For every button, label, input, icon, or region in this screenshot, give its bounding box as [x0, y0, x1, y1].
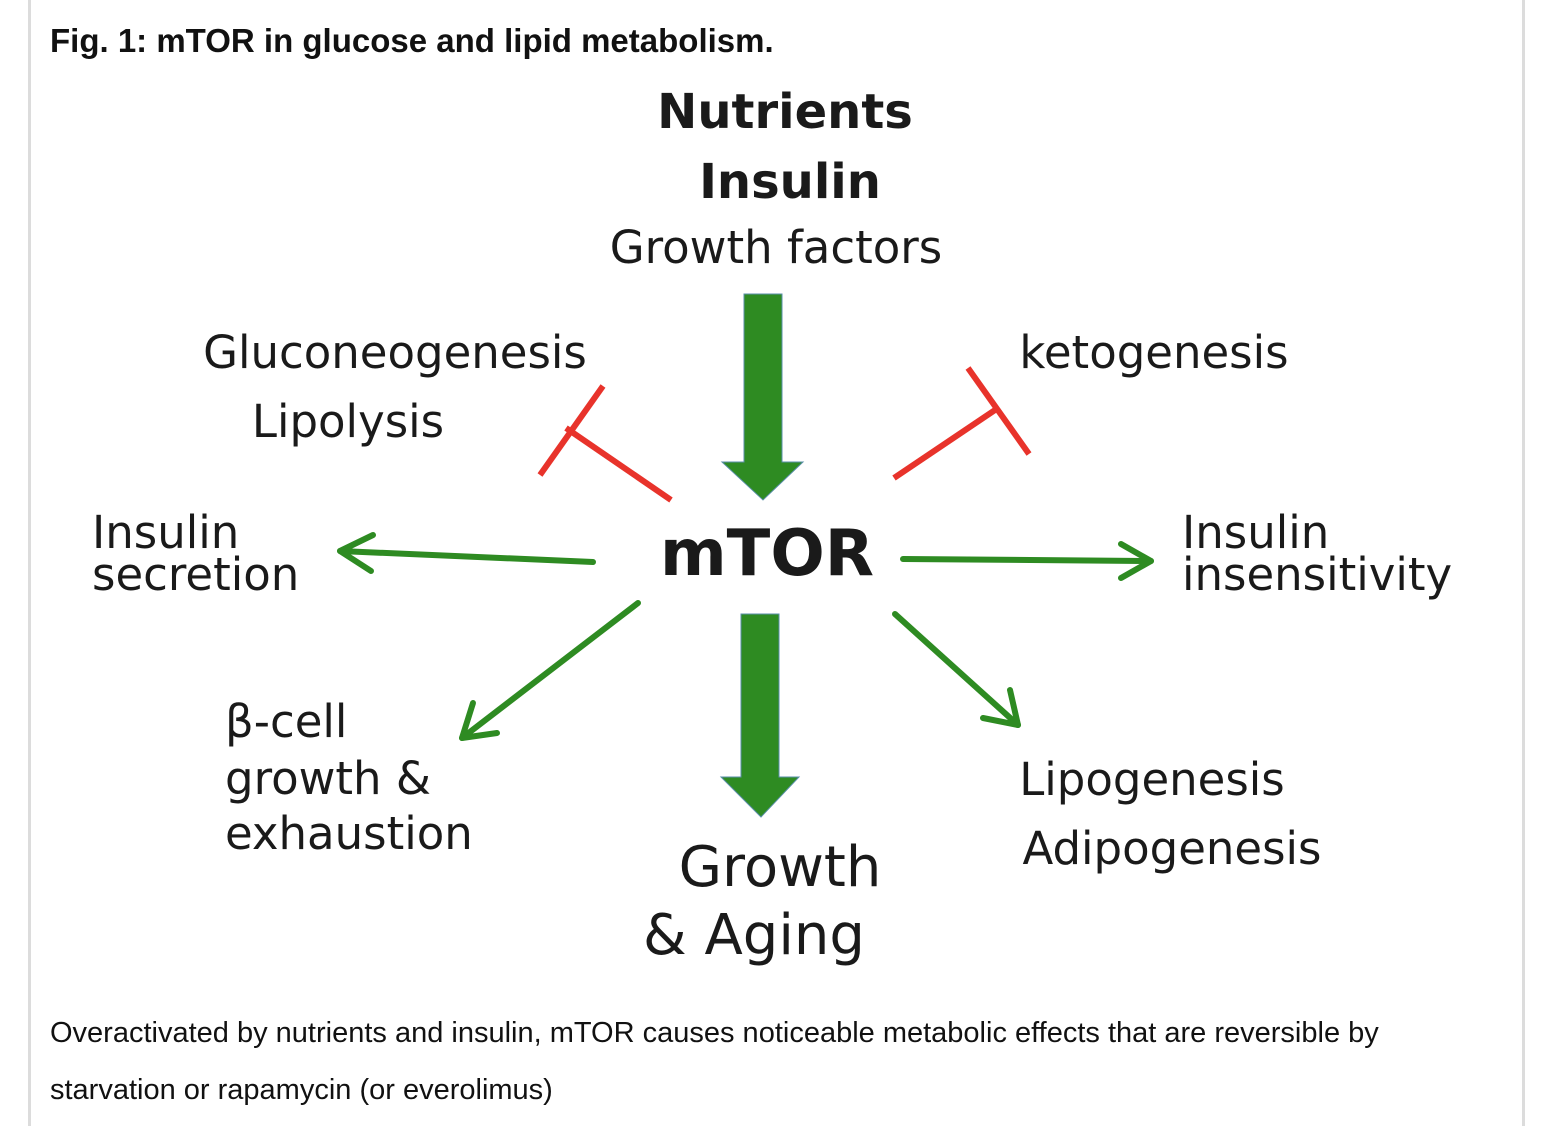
label-insulin-secretion-2: secretion [92, 548, 299, 601]
label-beta-cell-3: exhaustion [225, 807, 473, 860]
arrow-to-lipogenesis [892, 611, 1021, 728]
label-lipogenesis: Lipogenesis [1019, 753, 1285, 806]
input-nutrients: Nutrients [657, 84, 913, 140]
label-ketogenesis: ketogenesis [1019, 326, 1288, 379]
label-insulin-secretion-1: Insulin [92, 506, 239, 559]
label-adipogenesis: Adipogenesis [1022, 822, 1321, 875]
inhibition-arrow-left [537, 384, 673, 503]
label-beta-cell-2: growth & [225, 752, 431, 805]
mtor-diagram: Nutrients Insulin Growth factors Glucone… [92, 84, 1452, 968]
inhibition-arrow-right [892, 366, 1032, 481]
input-arrow [720, 293, 805, 501]
figure-frame [28, 0, 1525, 1126]
input-growth-factors: Growth factors [610, 221, 942, 274]
label-gluconeogenesis: Gluconeogenesis [203, 326, 587, 379]
center-mtor[interactable]: mTOR [660, 517, 874, 591]
figure-caption: Overactivated by nutrients and insulin, … [50, 1017, 1379, 1106]
figure-title[interactable]: Fig. 1: mTOR in glucose and lipid metabo… [50, 22, 774, 59]
label-aging: & Aging [643, 903, 865, 968]
label-insulin-insensitivity-2: insensitivity [1182, 548, 1452, 601]
label-beta-cell-1: β-cell [225, 695, 347, 748]
output-arrow [719, 613, 801, 818]
arrow-to-insulin-insensitivity [900, 541, 1154, 581]
label-lipolysis: Lipolysis [252, 395, 444, 448]
label-insulin-insensitivity-1: Insulin [1182, 506, 1329, 559]
label-growth: Growth [679, 835, 882, 900]
arrow-to-beta-cell [459, 600, 641, 741]
arrow-to-insulin-secretion [337, 532, 596, 574]
input-insulin: Insulin [699, 154, 881, 210]
